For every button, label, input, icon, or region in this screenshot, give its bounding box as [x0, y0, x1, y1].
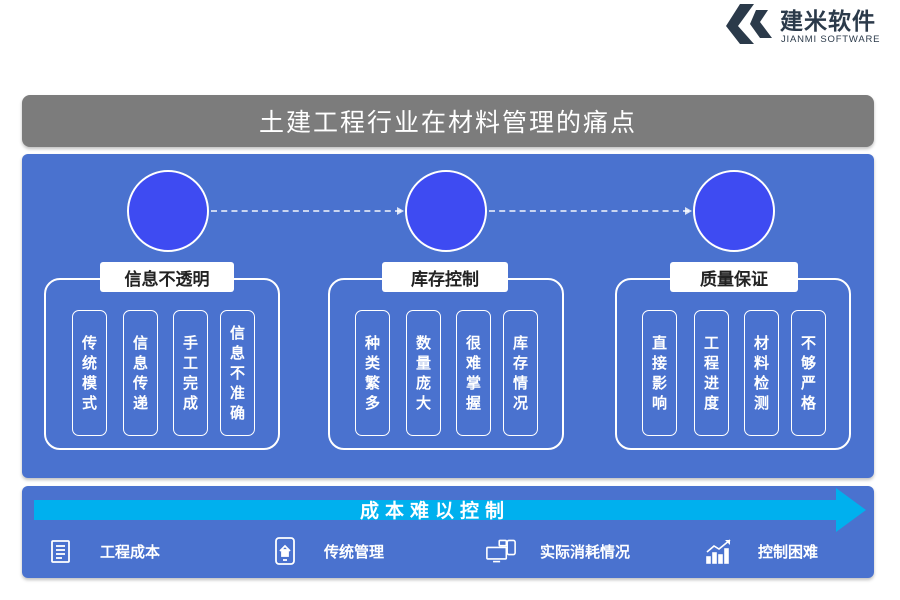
- logo-name-en: JIANMI SOFTWARE: [781, 34, 881, 45]
- group-3-item-1: 直接影响: [642, 310, 677, 436]
- group-3-item-4: 不够严格: [791, 310, 826, 436]
- bottom-item-4-label: 控制困难: [758, 542, 819, 561]
- bottom-item-4: 控制困难: [704, 536, 818, 566]
- bottom-item-3: 实际消耗情况: [486, 536, 630, 566]
- document-icon: [46, 536, 76, 566]
- group-2-label: 库存控制: [382, 262, 508, 292]
- group-3-circle: [693, 170, 775, 252]
- bottom-item-3-label: 实际消耗情况: [540, 542, 631, 561]
- group-2-item-3: 很难掌握: [456, 310, 491, 436]
- tablet-home-icon: [270, 536, 300, 566]
- group-2-item-1: 种类繁多: [355, 310, 390, 436]
- group-2-circle: [405, 170, 487, 252]
- connector-arrow-1: [211, 207, 404, 215]
- group-1-circle: [127, 170, 209, 252]
- group-1-item-3: 手工完成: [173, 310, 208, 436]
- devices-icon: [486, 536, 516, 566]
- banner-arrow-bar: [34, 500, 836, 520]
- cost-control-panel: 成本难以控制 工程成本 传统管理: [22, 486, 874, 578]
- group-1-item-1: 传统模式: [72, 310, 107, 436]
- title-bar: 土建工程行业在材料管理的痛点: [22, 95, 874, 147]
- group-1-item-4: 信息不准确: [220, 310, 255, 436]
- bottom-item-2: 传统管理: [270, 536, 384, 566]
- logo-mark-icon: [726, 4, 772, 44]
- bottom-item-1: 工程成本: [46, 536, 160, 566]
- group-1-item-2: 信息传递: [123, 310, 158, 436]
- bottom-item-1-label: 工程成本: [100, 542, 161, 561]
- pain-points-panel: 信息不透明 传统模式 信息传递 手工完成 信息不准确 库存控制 种类繁多 数量庞…: [22, 154, 874, 478]
- group-2-item-4: 库存情况: [503, 310, 538, 436]
- brand-logo: 建米软件 JIANMI SOFTWARE: [726, 2, 900, 46]
- group-1-label: 信息不透明: [100, 262, 234, 292]
- banner-text: 成本难以控制: [359, 500, 510, 522]
- group-3-item-2: 工程进度: [694, 310, 729, 436]
- connector-arrow-2: [489, 207, 692, 215]
- group-3-item-3: 材料检测: [744, 310, 779, 436]
- logo-name-cn: 建米软件: [780, 9, 876, 35]
- growth-chart-icon: [704, 536, 734, 566]
- group-3-label: 质量保证: [670, 262, 798, 292]
- group-2-item-2: 数量庞大: [406, 310, 441, 436]
- banner-arrow-head-icon: [836, 488, 866, 532]
- page-title: 土建工程行业在材料管理的痛点: [258, 108, 637, 137]
- bottom-item-2-label: 传统管理: [324, 542, 385, 561]
